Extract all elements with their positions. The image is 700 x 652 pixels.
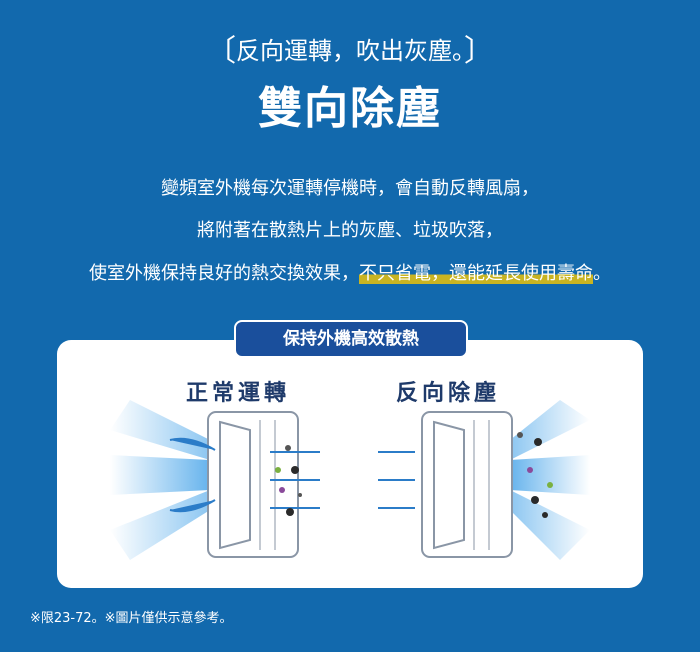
reverse-dust-illustration [378, 400, 590, 560]
normal-operation-label: 正常運轉 [186, 381, 291, 406]
normal-operation-illustration [110, 400, 320, 560]
footer-note: ※限23-72。※圖片僅供示意參考。 [30, 611, 233, 626]
description-line-3: 使室外機保持良好的熱交換效果，不只省電，還能延長使用壽命。 [0, 259, 700, 285]
subtitle: 〔反向運轉，吹出灰塵。〕 [0, 26, 700, 70]
description-line-1: 變頻室外機每次運轉停機時，會自動反轉風扇， [161, 178, 539, 199]
bracket-close: 〕 [464, 34, 494, 69]
bracket-open: 〔 [206, 34, 236, 69]
subtitle-text: 反向運轉，吹出灰塵。 [236, 37, 464, 65]
reverse-dust-label: 反向除塵 [396, 381, 501, 406]
description-line-2: 將附著在散熱片上的灰塵、垃圾吹落， [197, 220, 503, 241]
line3-end: 。 [593, 263, 611, 284]
line3-highlight: 不只省電，還能延長使用壽命 [359, 263, 593, 284]
page-title: 雙向除塵 [258, 83, 442, 134]
card-tag: 保持外機高效散熱 [234, 320, 468, 358]
line3-plain: 使室外機保持良好的熱交換效果， [89, 263, 359, 284]
